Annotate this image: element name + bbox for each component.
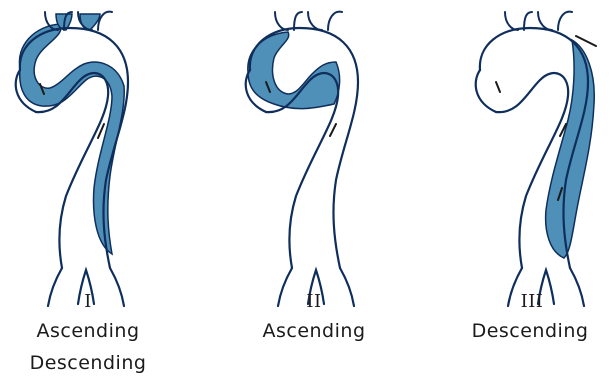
- type-i-numeral: I: [68, 291, 108, 312]
- type-ii-numeral: II: [294, 291, 334, 312]
- type-i-label-line-1: Ascending: [18, 320, 158, 342]
- type-iii-label-line-1: Descending: [448, 320, 612, 342]
- type-ii-aorta: [246, 12, 358, 306]
- type-i-false-lumen: [19, 24, 124, 254]
- type-ii-label-line-1: Ascending: [244, 320, 384, 342]
- type-i-label-line-2: Descending: [6, 352, 170, 374]
- type-i-aorta: [16, 12, 128, 306]
- type-iii-outline: [476, 12, 588, 306]
- type-iii-aorta: [476, 12, 596, 306]
- type-ii-false-lumen: [248, 32, 340, 109]
- type-iii-numeral: III: [502, 291, 562, 312]
